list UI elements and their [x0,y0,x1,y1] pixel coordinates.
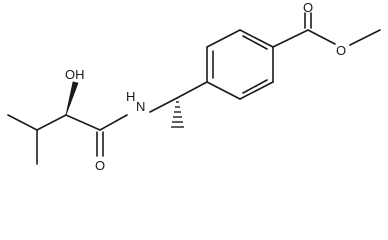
bond-ether-to-methyl [349,29,381,46]
structure-canvas: OH O H N [7,0,381,173]
hashed-bond-methyl [171,101,184,128]
benzene-ring [206,29,274,100]
bond-nitrogen-to-benzylic [149,97,178,113]
bond-isopropyl-to-chiral [36,114,67,131]
bond-ester-single [307,29,336,45]
bond-benzylic-to-ring [176,81,208,99]
wedge-bond-hydroxyl [65,81,79,116]
bond-carbonyl-to-nitrogen [99,114,128,131]
ester-carbonyl-oxygen-label: O [303,0,313,15]
amide-hydrogen-label: H [126,89,135,104]
ester-ether-oxygen-label: O [336,43,346,58]
bond-chiral-to-carbonyl [65,114,101,131]
bond-methyl-left [7,114,38,131]
hydroxyl-label: OH [65,67,85,82]
bond-ring-to-ester [272,29,309,48]
amide-oxygen-label: O [95,158,105,173]
amide-nitrogen-label: N [136,99,145,114]
skeletal-formula: OH O H N [7,0,381,173]
